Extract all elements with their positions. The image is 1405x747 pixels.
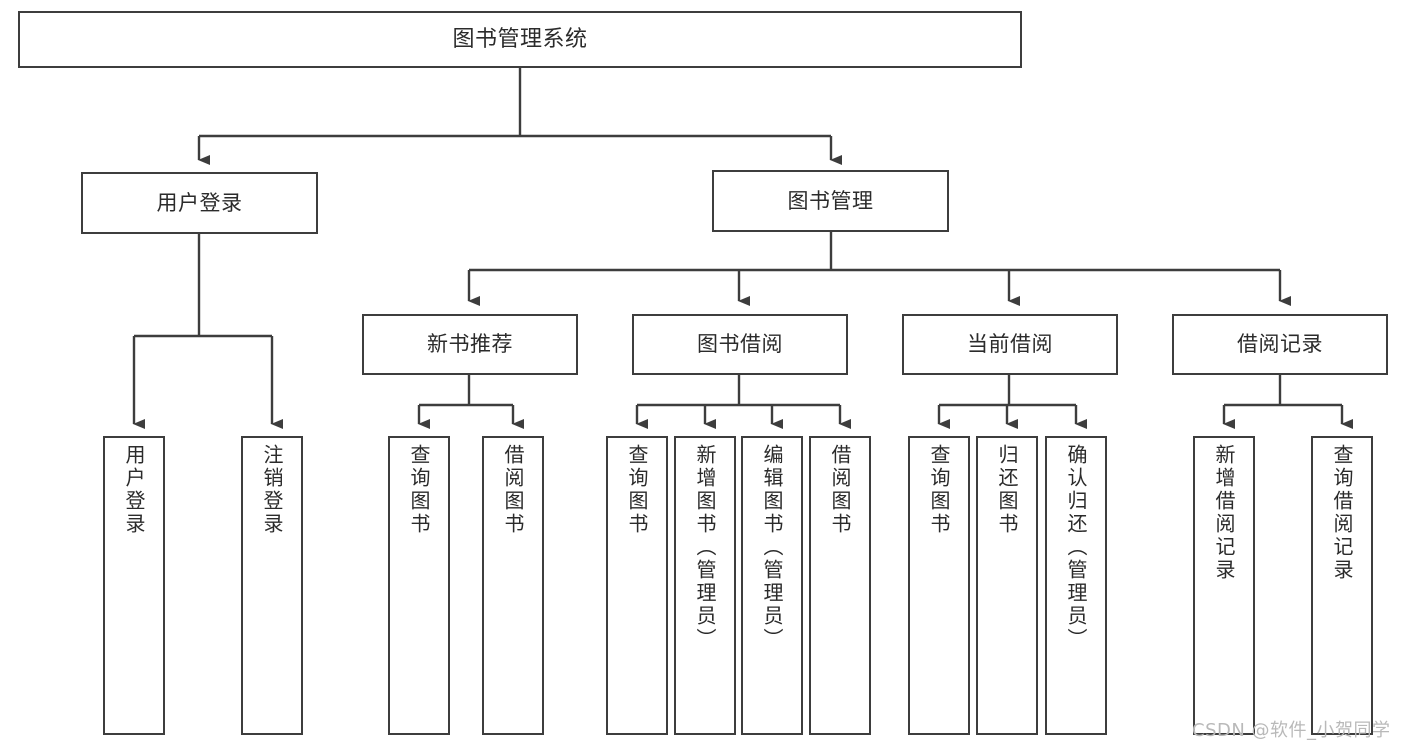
csdn-watermark: CSDN @软件_小贺同学 — [1192, 720, 1391, 741]
node-root-book-management-system[interactable]: 图书管理系统 — [18, 11, 1022, 68]
node-label: 确认归还（管理员） — [1064, 444, 1088, 651]
node-leaf-query-book-borrow[interactable]: 查询图书 — [606, 436, 668, 735]
node-user-login[interactable]: 用户登录 — [81, 172, 318, 234]
node-leaf-query-book-recommendation[interactable]: 查询图书 — [388, 436, 450, 735]
node-label: 用户登录 — [156, 190, 243, 215]
node-leaf-confirm-return-admin[interactable]: 确认归还（管理员） — [1045, 436, 1107, 735]
node-label: 新增图书（管理员） — [693, 444, 717, 651]
node-label: 查询借阅记录 — [1330, 444, 1354, 582]
node-label: 查询图书 — [927, 444, 951, 536]
node-borrow-record[interactable]: 借阅记录 — [1172, 314, 1388, 375]
node-leaf-add-book-admin[interactable]: 新增图书（管理员） — [674, 436, 736, 735]
node-leaf-logout[interactable]: 注销登录 — [241, 436, 303, 735]
node-label: 借阅图书 — [828, 444, 852, 536]
node-label: 编辑图书（管理员） — [760, 444, 784, 651]
node-label: 新增借阅记录 — [1212, 444, 1236, 582]
node-leaf-borrow-book-borrow[interactable]: 借阅图书 — [809, 436, 871, 735]
node-book-admin[interactable]: 图书管理 — [712, 170, 949, 232]
node-leaf-add-borrow-record[interactable]: 新增借阅记录 — [1193, 436, 1255, 735]
node-leaf-return-book[interactable]: 归还图书 — [976, 436, 1038, 735]
node-label: 归还图书 — [995, 444, 1019, 536]
node-label: 查询图书 — [407, 444, 431, 536]
node-label: 图书管理系统 — [452, 26, 588, 52]
node-leaf-user-login[interactable]: 用户登录 — [103, 436, 165, 735]
node-label: 借阅记录 — [1237, 332, 1323, 357]
node-label: 注销登录 — [260, 444, 284, 536]
node-label: 查询图书 — [625, 444, 649, 536]
node-label: 图书借阅 — [697, 332, 783, 357]
node-label: 新书推荐 — [427, 332, 513, 357]
node-leaf-query-book-current[interactable]: 查询图书 — [908, 436, 970, 735]
node-current-borrow[interactable]: 当前借阅 — [902, 314, 1118, 375]
node-label: 用户登录 — [122, 444, 146, 536]
node-book-borrow[interactable]: 图书借阅 — [632, 314, 848, 375]
node-label: 当前借阅 — [967, 332, 1053, 357]
node-new-book-recommendation[interactable]: 新书推荐 — [362, 314, 578, 375]
node-leaf-query-borrow-record[interactable]: 查询借阅记录 — [1311, 436, 1373, 735]
node-leaf-borrow-book-recommendation[interactable]: 借阅图书 — [482, 436, 544, 735]
node-label: 图书管理 — [787, 188, 874, 213]
node-leaf-edit-book-admin[interactable]: 编辑图书（管理员） — [741, 436, 803, 735]
node-label: 借阅图书 — [501, 444, 525, 536]
